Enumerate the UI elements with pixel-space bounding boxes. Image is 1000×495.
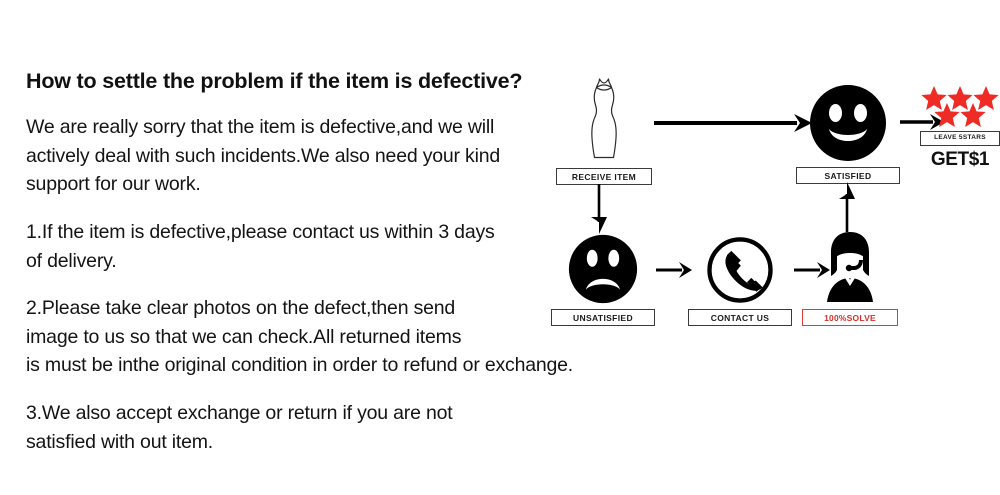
text-line: support for our work. [26, 173, 201, 196]
flow-node-receive-item: RECEIVE ITEM [556, 76, 652, 185]
paragraph-point-1: 1.If the item is defective,please contac… [26, 218, 666, 275]
flow-label-receive-item: RECEIVE ITEM [556, 168, 652, 185]
arrow-unsatisfied-to-contact [656, 260, 692, 285]
arrow-contact-to-solve [794, 260, 830, 285]
page-title: How to settle the problem if the item is… [26, 69, 523, 93]
flow-node-unsatisfied: UNSATISFIED [551, 232, 655, 326]
flow-node-solve: 100%SOLVE [802, 228, 898, 326]
paragraph-point-3: 3.We also accept exchange or return if y… [26, 399, 666, 456]
text-line: 1.If the item is defective,please contac… [26, 220, 495, 243]
process-flow-diagram: RECEIVE ITEM [548, 64, 1000, 354]
arrow-solve-to-satisfied [836, 180, 858, 237]
paragraph-point-2: 2.Please take clear photos on the defect… [26, 294, 666, 380]
text-line: actively deal with such incidents.We als… [26, 144, 501, 167]
flow-label-solve: 100%SOLVE [802, 309, 898, 326]
get-dollar-label: GET$1 [930, 148, 990, 170]
paragraph-intro: We are really sorry that the item is def… [26, 113, 666, 199]
leave-five-stars-label: LEAVE 5STARS [920, 131, 1000, 146]
text-line: satisfied with out item. [26, 430, 214, 453]
support-agent-icon [802, 228, 898, 304]
text-line: 3.We also accept exchange or return if y… [26, 402, 453, 425]
text-line: We are really sorry that the item is def… [26, 115, 495, 138]
sad-face-icon [551, 232, 655, 304]
flow-label-satisfied: SATISFIED [796, 167, 900, 184]
text-line: image to us so that we can check.All ret… [26, 325, 462, 348]
arrow-receive-to-satisfied [654, 112, 812, 139]
text-line: is must be inthe original condition in o… [26, 354, 574, 377]
arrow-satisfied-to-stars [900, 112, 944, 137]
flow-label-contact-us: CONTACT US [688, 309, 792, 326]
policy-text-column: How to settle the problem if the item is… [26, 68, 666, 456]
telephone-icon [688, 232, 792, 304]
dress-icon [556, 76, 652, 162]
flow-node-satisfied: SATISFIED [796, 78, 900, 184]
text-line: of delivery. [26, 249, 117, 272]
flow-label-unsatisfied: UNSATISFIED [551, 309, 655, 326]
five-star-rating-icon [920, 84, 1000, 128]
flow-node-contact-us: CONTACT US [688, 232, 792, 326]
text-line: 2.Please take clear photos on the defect… [26, 297, 456, 320]
arrow-receive-to-unsatisfied [588, 184, 610, 239]
smiley-face-icon [796, 78, 900, 162]
reward-block: LEAVE 5STARS GET$1 [920, 84, 1000, 169]
